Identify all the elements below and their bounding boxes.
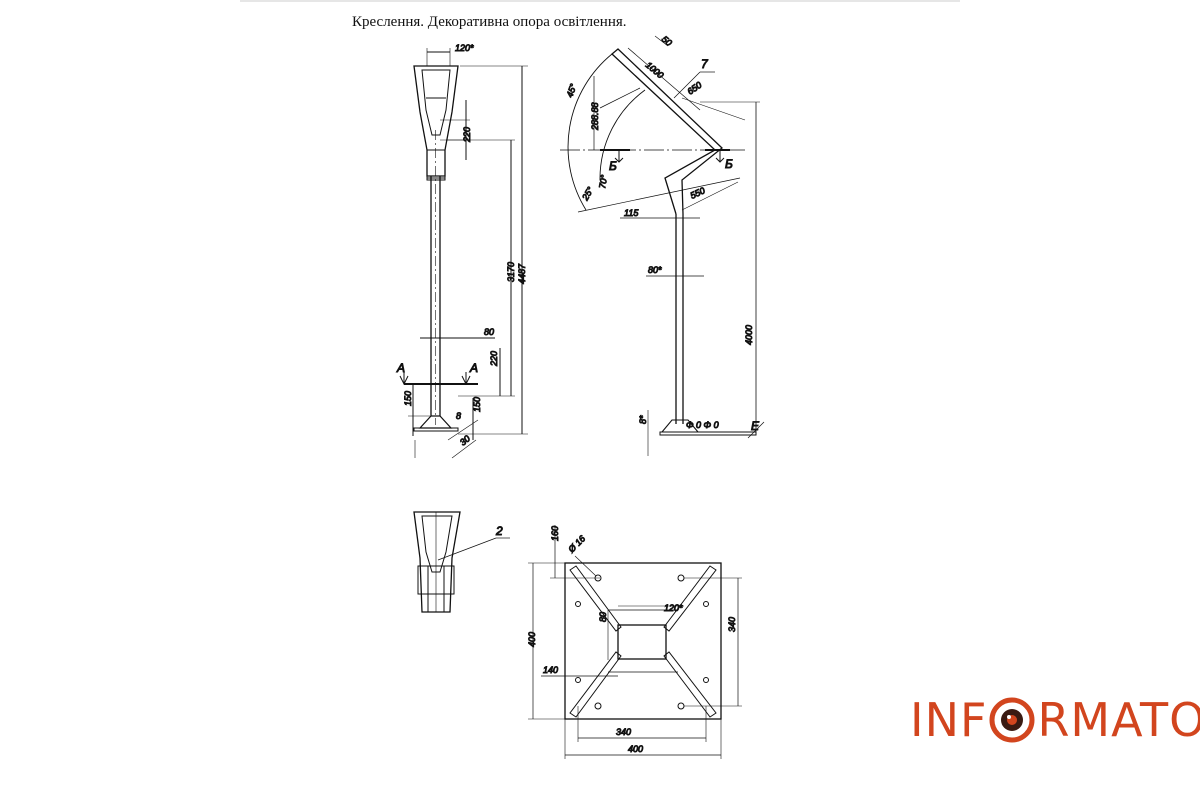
- drawing-title: Креслення. Декоративна опора освітлення.: [352, 14, 627, 30]
- logo-text-right: RMATOR: [1037, 693, 1200, 747]
- section-e: E: [751, 419, 760, 433]
- dim-140: 140: [543, 665, 558, 675]
- side-view: Б Б 1000 50 7 650 288.88 45° 70° 25° 550…: [560, 33, 765, 456]
- dim-8-left: 8: [456, 411, 461, 421]
- dim-220-top: 220: [462, 127, 472, 143]
- informator-logo: INF RMATOR: [910, 690, 1200, 750]
- dim-d16: Ø 16: [566, 534, 588, 556]
- dim-120-plan: 120*: [664, 603, 683, 613]
- dim-4487: 4487: [517, 263, 527, 284]
- angle-70: 70°: [597, 174, 609, 190]
- dim-288: 288.88: [590, 102, 600, 131]
- section-a-right: A: [469, 361, 478, 375]
- dim-3170: 3170: [506, 262, 516, 282]
- section-b-right: Б: [725, 157, 733, 171]
- dim-550: 550: [689, 185, 707, 200]
- dim-220-bottom: 220: [489, 351, 499, 367]
- dim-160: 160: [550, 526, 560, 541]
- dim-115: 115: [624, 208, 639, 218]
- section-a-left: A: [396, 361, 405, 375]
- dim-150-left: 150: [403, 391, 413, 406]
- dim-340-bottom: 340: [616, 727, 631, 737]
- dim-30: 30: [458, 433, 472, 447]
- dim-50: 50: [660, 34, 674, 48]
- top-rule: [240, 0, 960, 2]
- logo-text-left: INF: [910, 693, 988, 747]
- dim-80-side: 80*: [648, 265, 662, 275]
- head-detail: 2: [413, 511, 510, 613]
- base-plate-plan: 160 Ø 16 80 120* 400 340 140 340 400: [527, 525, 742, 759]
- dim-340-right: 340: [727, 617, 737, 632]
- callout-7: 7: [701, 57, 709, 71]
- dim-650: 650: [685, 80, 703, 97]
- dim-400-bottom: 400: [628, 744, 643, 754]
- dim-8-side: 8*: [638, 415, 648, 424]
- angle-45: 45°: [564, 82, 578, 99]
- eye-icon: [989, 697, 1035, 743]
- section-b-left: Б: [609, 159, 617, 173]
- angle-25: 25°: [580, 185, 596, 203]
- front-view: A A 120* 220 3170 4487 80 220 150 150: [396, 43, 528, 459]
- dim-phi: Φ 0 Φ 0: [686, 420, 719, 430]
- dim-80-plan: 80: [598, 612, 608, 622]
- dim-80: 80: [484, 327, 494, 337]
- dim-120: 120*: [455, 43, 474, 53]
- dim-150-right: 150: [472, 397, 482, 412]
- callout-2: 2: [495, 524, 503, 538]
- dim-4000: 4000: [744, 325, 754, 345]
- dim-400-left: 400: [527, 632, 537, 647]
